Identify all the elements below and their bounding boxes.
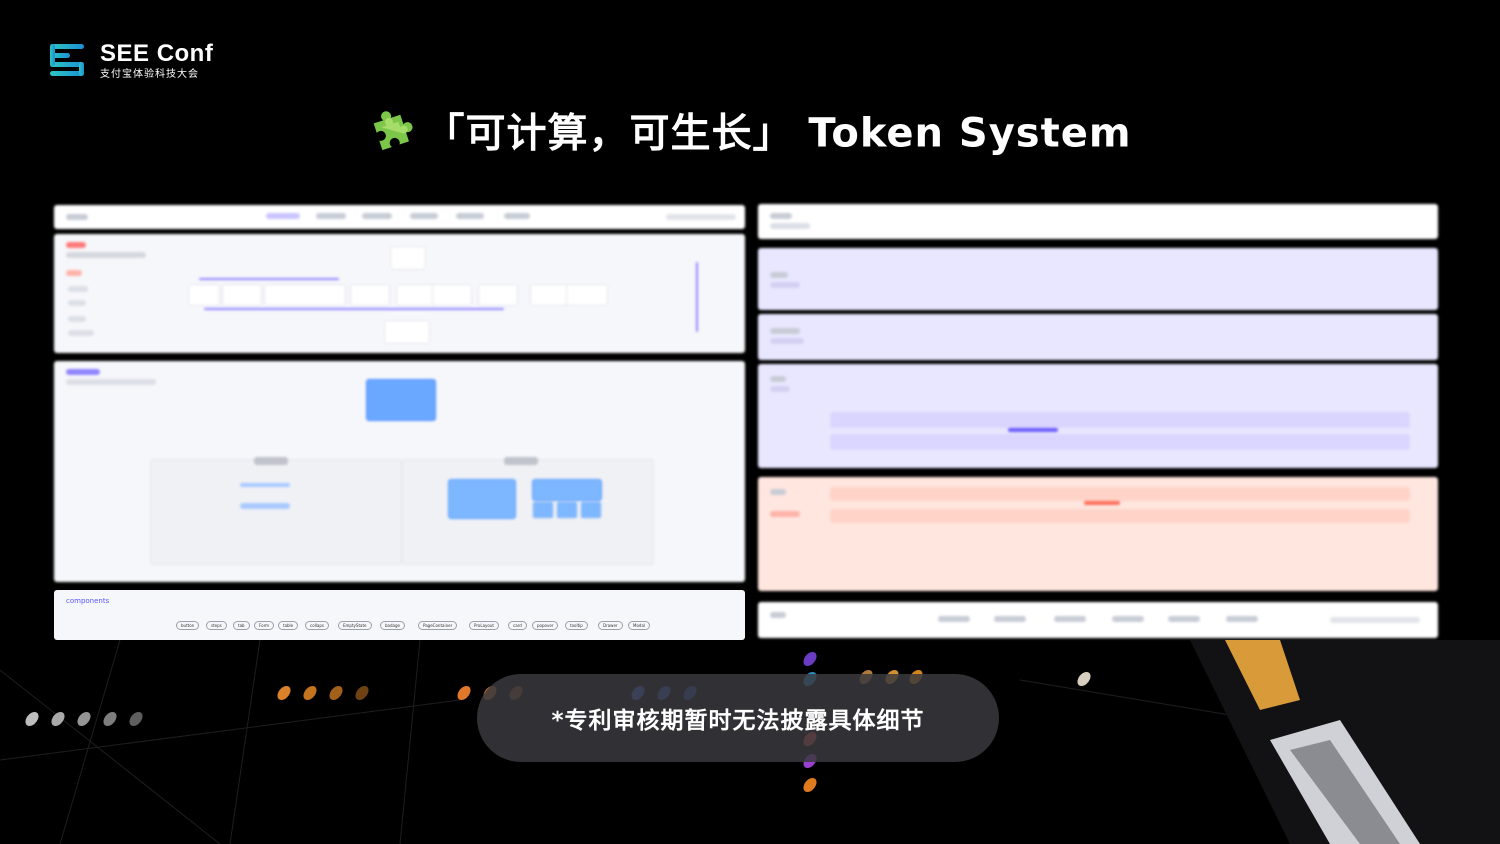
component-pill: Drawer	[598, 621, 623, 630]
component-pill: table	[278, 621, 299, 630]
component-pill: ProLayout	[469, 621, 499, 630]
brand-subtitle: 支付宝体验科技大会	[100, 69, 199, 80]
right-stateprops-panel	[758, 314, 1438, 360]
left-tokens-panel	[54, 234, 745, 353]
disclaimer-caption: *专利审核期暂时无法披露具体细节	[477, 674, 999, 762]
components-label: components	[66, 597, 110, 605]
brand-name: SEE Conf	[100, 40, 214, 67]
puzzle-icon	[368, 104, 416, 167]
component-pill: Modal	[628, 621, 650, 630]
slide-title: 「可计算，可生长」 Token System	[0, 104, 1500, 167]
component-pill: badage	[380, 621, 405, 630]
component-pill: EmptyState	[338, 621, 372, 630]
component-pill: steps	[206, 621, 227, 630]
see-conf-logo-icon	[50, 44, 88, 80]
left-workflow-panel	[54, 361, 745, 582]
component-pill: tab	[233, 621, 250, 630]
component-pill: Form	[254, 621, 275, 630]
title-text: 「可计算，可生长」 Token System	[424, 110, 1132, 157]
see-conf-logo: SEE Conf 支付宝体验科技大会	[50, 42, 213, 82]
component-pill: PageContainer	[418, 621, 458, 630]
component-pill: button	[176, 621, 200, 630]
right-usage-panel	[758, 364, 1438, 468]
right-footer-panel	[758, 602, 1438, 638]
right-elements-panel	[758, 248, 1438, 310]
left-header-panel	[54, 205, 745, 229]
component-pill: collaps	[305, 621, 329, 630]
component-pill: popover	[532, 621, 559, 630]
perspective-floor-background	[0, 640, 1500, 844]
disclaimer-text: *专利审核期暂时无法披露具体细节	[551, 708, 925, 734]
right-components-panel	[758, 204, 1438, 239]
left-components-panel	[54, 590, 745, 640]
component-pill: card	[508, 621, 527, 630]
component-pill: tooltip	[565, 621, 588, 630]
right-code-panel	[758, 477, 1438, 591]
